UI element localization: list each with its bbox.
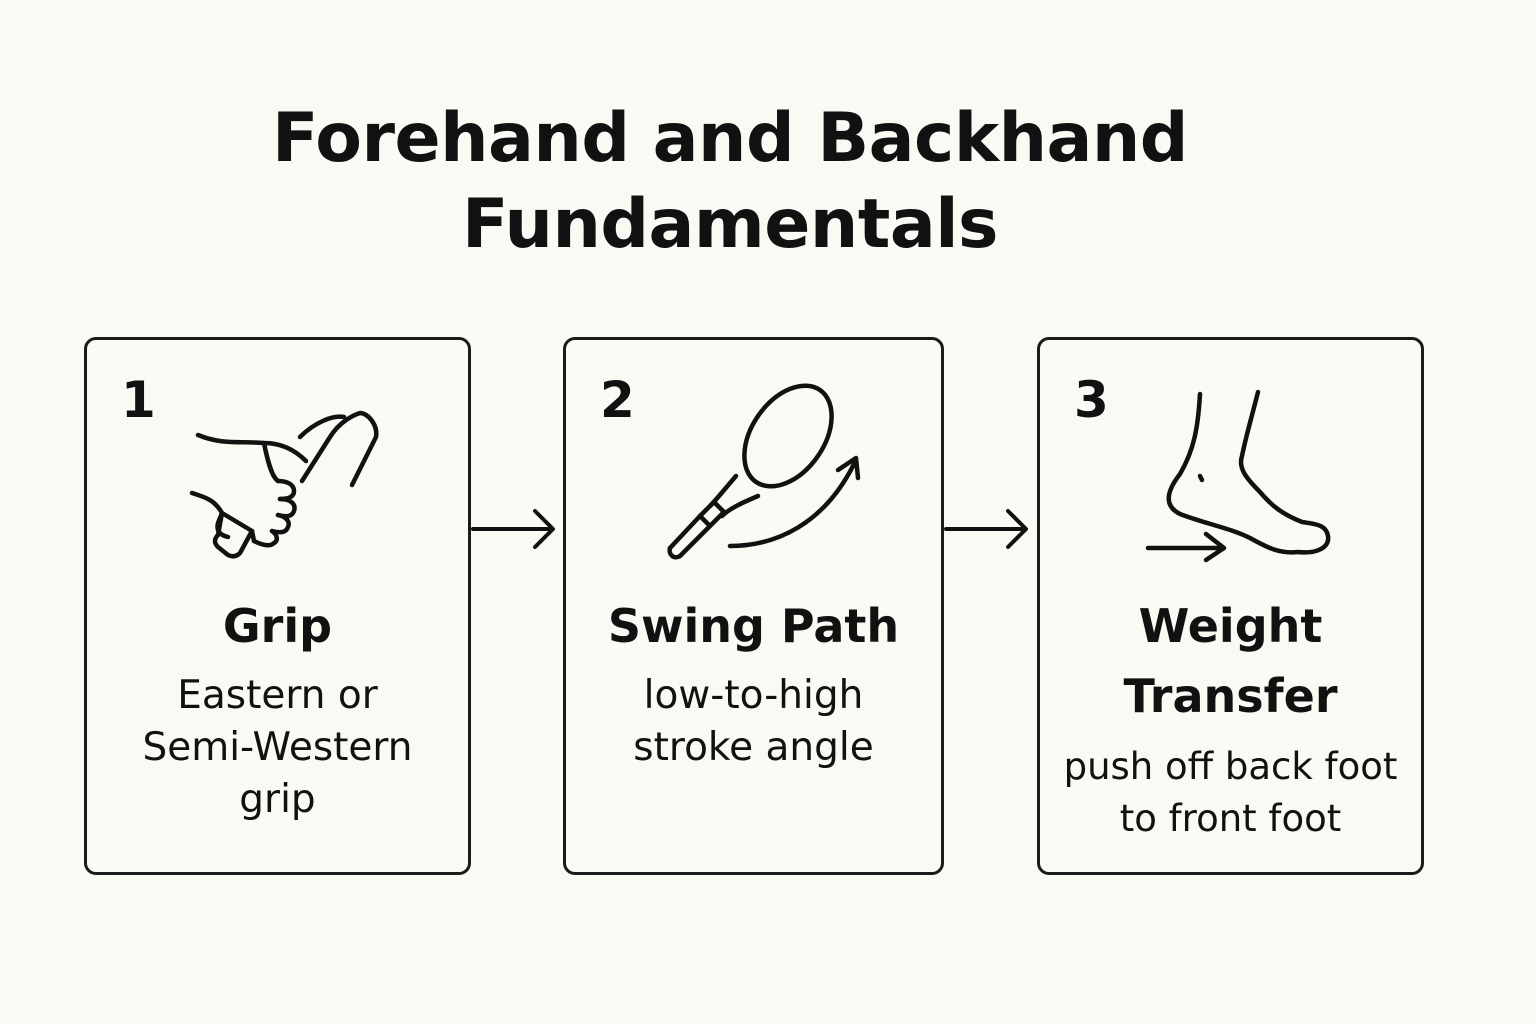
step-title: Grip bbox=[222, 599, 333, 653]
step-card-swing-path: 2 Swing Path low-to-high stroke angle bbox=[563, 337, 944, 875]
step-card-weight-transfer: 3 Weight Transfer push off back foot to … bbox=[1037, 337, 1424, 875]
racket-swing-icon bbox=[667, 383, 861, 560]
step-number: 2 bbox=[600, 371, 635, 429]
step-number: 1 bbox=[121, 371, 156, 429]
step-card-grip: 1 Grip Eastern or Semi-Western grip bbox=[84, 337, 471, 875]
title-line-1: Forehand and Backhand bbox=[272, 99, 1188, 178]
title-line-2: Fundamentals bbox=[461, 185, 999, 264]
right-arrow-icon bbox=[471, 509, 555, 549]
hand-grip-icon bbox=[189, 410, 379, 559]
step-title: Weight Transfer bbox=[1123, 599, 1338, 723]
step-description: Eastern or Semi-Western grip bbox=[142, 673, 413, 822]
step-number: 3 bbox=[1074, 371, 1109, 429]
step-description: low-to-high stroke angle bbox=[633, 673, 874, 770]
foot-transfer-icon bbox=[1145, 389, 1331, 563]
step-title: Swing Path bbox=[607, 599, 900, 653]
right-arrow-icon bbox=[944, 509, 1028, 549]
step-description: push off back foot to front foot bbox=[1063, 745, 1398, 840]
page-title: Forehand and Backhand Fundamentals bbox=[0, 96, 1460, 268]
